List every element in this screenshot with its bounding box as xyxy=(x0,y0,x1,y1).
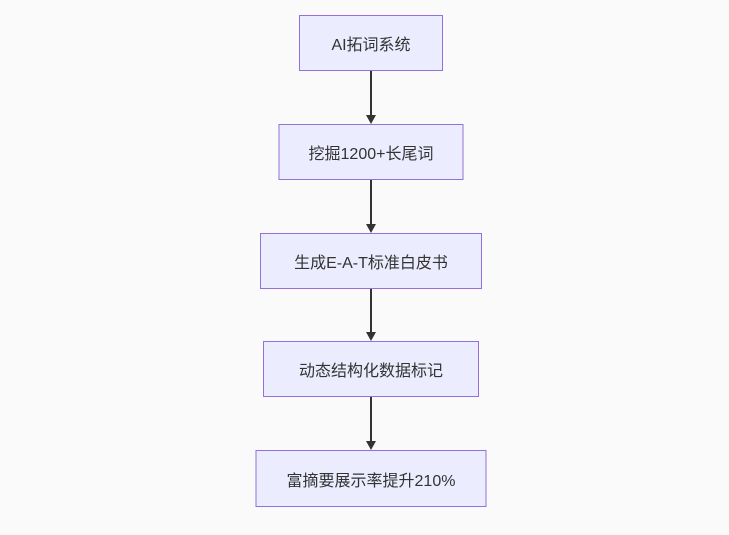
flow-arrow-b-c xyxy=(365,180,377,233)
arrowhead-icon xyxy=(366,441,376,450)
arrowhead-icon xyxy=(366,115,376,124)
node-dynamic-structured-data-markup: 动态结构化数据标记 xyxy=(263,341,479,397)
arrow-line xyxy=(370,71,372,121)
arrowhead-icon xyxy=(366,332,376,341)
node-label: 动态结构化数据标记 xyxy=(298,363,443,380)
node-rich-snippet-rate-result: 富摘要展示率提升210% xyxy=(255,450,487,507)
node-label: AI拓词系统 xyxy=(331,37,411,54)
node-label: 生成E-A-T标准白皮书 xyxy=(294,255,448,272)
arrow-line xyxy=(370,289,372,338)
arrowhead-icon xyxy=(366,224,376,233)
node-ai-expansion-system: AI拓词系统 xyxy=(299,15,443,71)
node-label: 挖掘1200+长尾词 xyxy=(308,146,434,163)
node-label: 富摘要展示率提升210% xyxy=(286,472,456,490)
node-eat-whitepaper-generation: 生成E-A-T标准白皮书 xyxy=(260,233,482,289)
flow-arrow-c-d xyxy=(365,289,377,341)
arrow-line xyxy=(370,180,372,230)
node-longtail-keyword-mining: 挖掘1200+长尾词 xyxy=(278,124,464,180)
arrow-line xyxy=(370,397,372,447)
flow-arrow-d-e xyxy=(365,397,377,450)
flow-arrow-a-b xyxy=(365,71,377,124)
